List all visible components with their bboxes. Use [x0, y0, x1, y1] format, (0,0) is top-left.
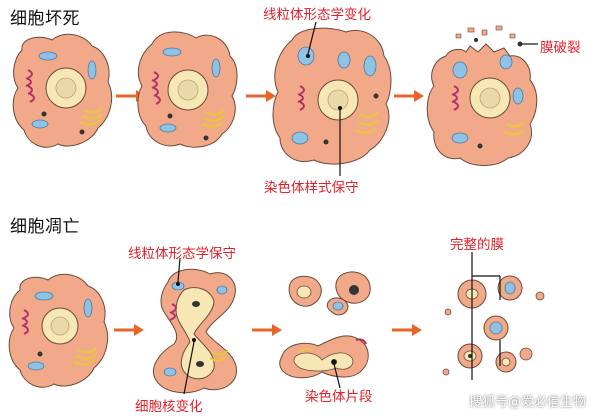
label-mito-preserved: 线粒体形态学保守 [128, 246, 236, 262]
apoptosis-cell-3 [279, 271, 371, 379]
mitochondrion [38, 51, 58, 61]
apoptosis-cell-2 [152, 268, 237, 394]
necrosis-cell-3 [272, 27, 392, 165]
necrosis-cell-1 [12, 33, 113, 148]
necrosis-cell-4 [426, 25, 538, 166]
label-nucleus-change: 细胞核变化 [135, 399, 203, 415]
necrosis-title: 细胞坏死 [10, 9, 80, 29]
label-chromatin-preserved: 染色体样式保守 [264, 180, 359, 196]
apoptosis-cell-1 [8, 273, 109, 388]
nucleus [175, 287, 215, 380]
apoptosis-cell-4 [442, 275, 545, 376]
label-chromatin-fragments: 染色体片段 [305, 389, 373, 405]
apoptosis-title: 细胞凋亡 [10, 217, 80, 237]
watermark: 搜狐号@爱必信生物 [468, 395, 586, 410]
label-intact-membrane: 完整的膜 [450, 237, 504, 253]
necrosis-cell-2 [137, 31, 238, 148]
label-membrane-rupture: 膜破裂 [540, 40, 581, 56]
label-mito-change: 线粒体形态学变化 [263, 7, 371, 23]
